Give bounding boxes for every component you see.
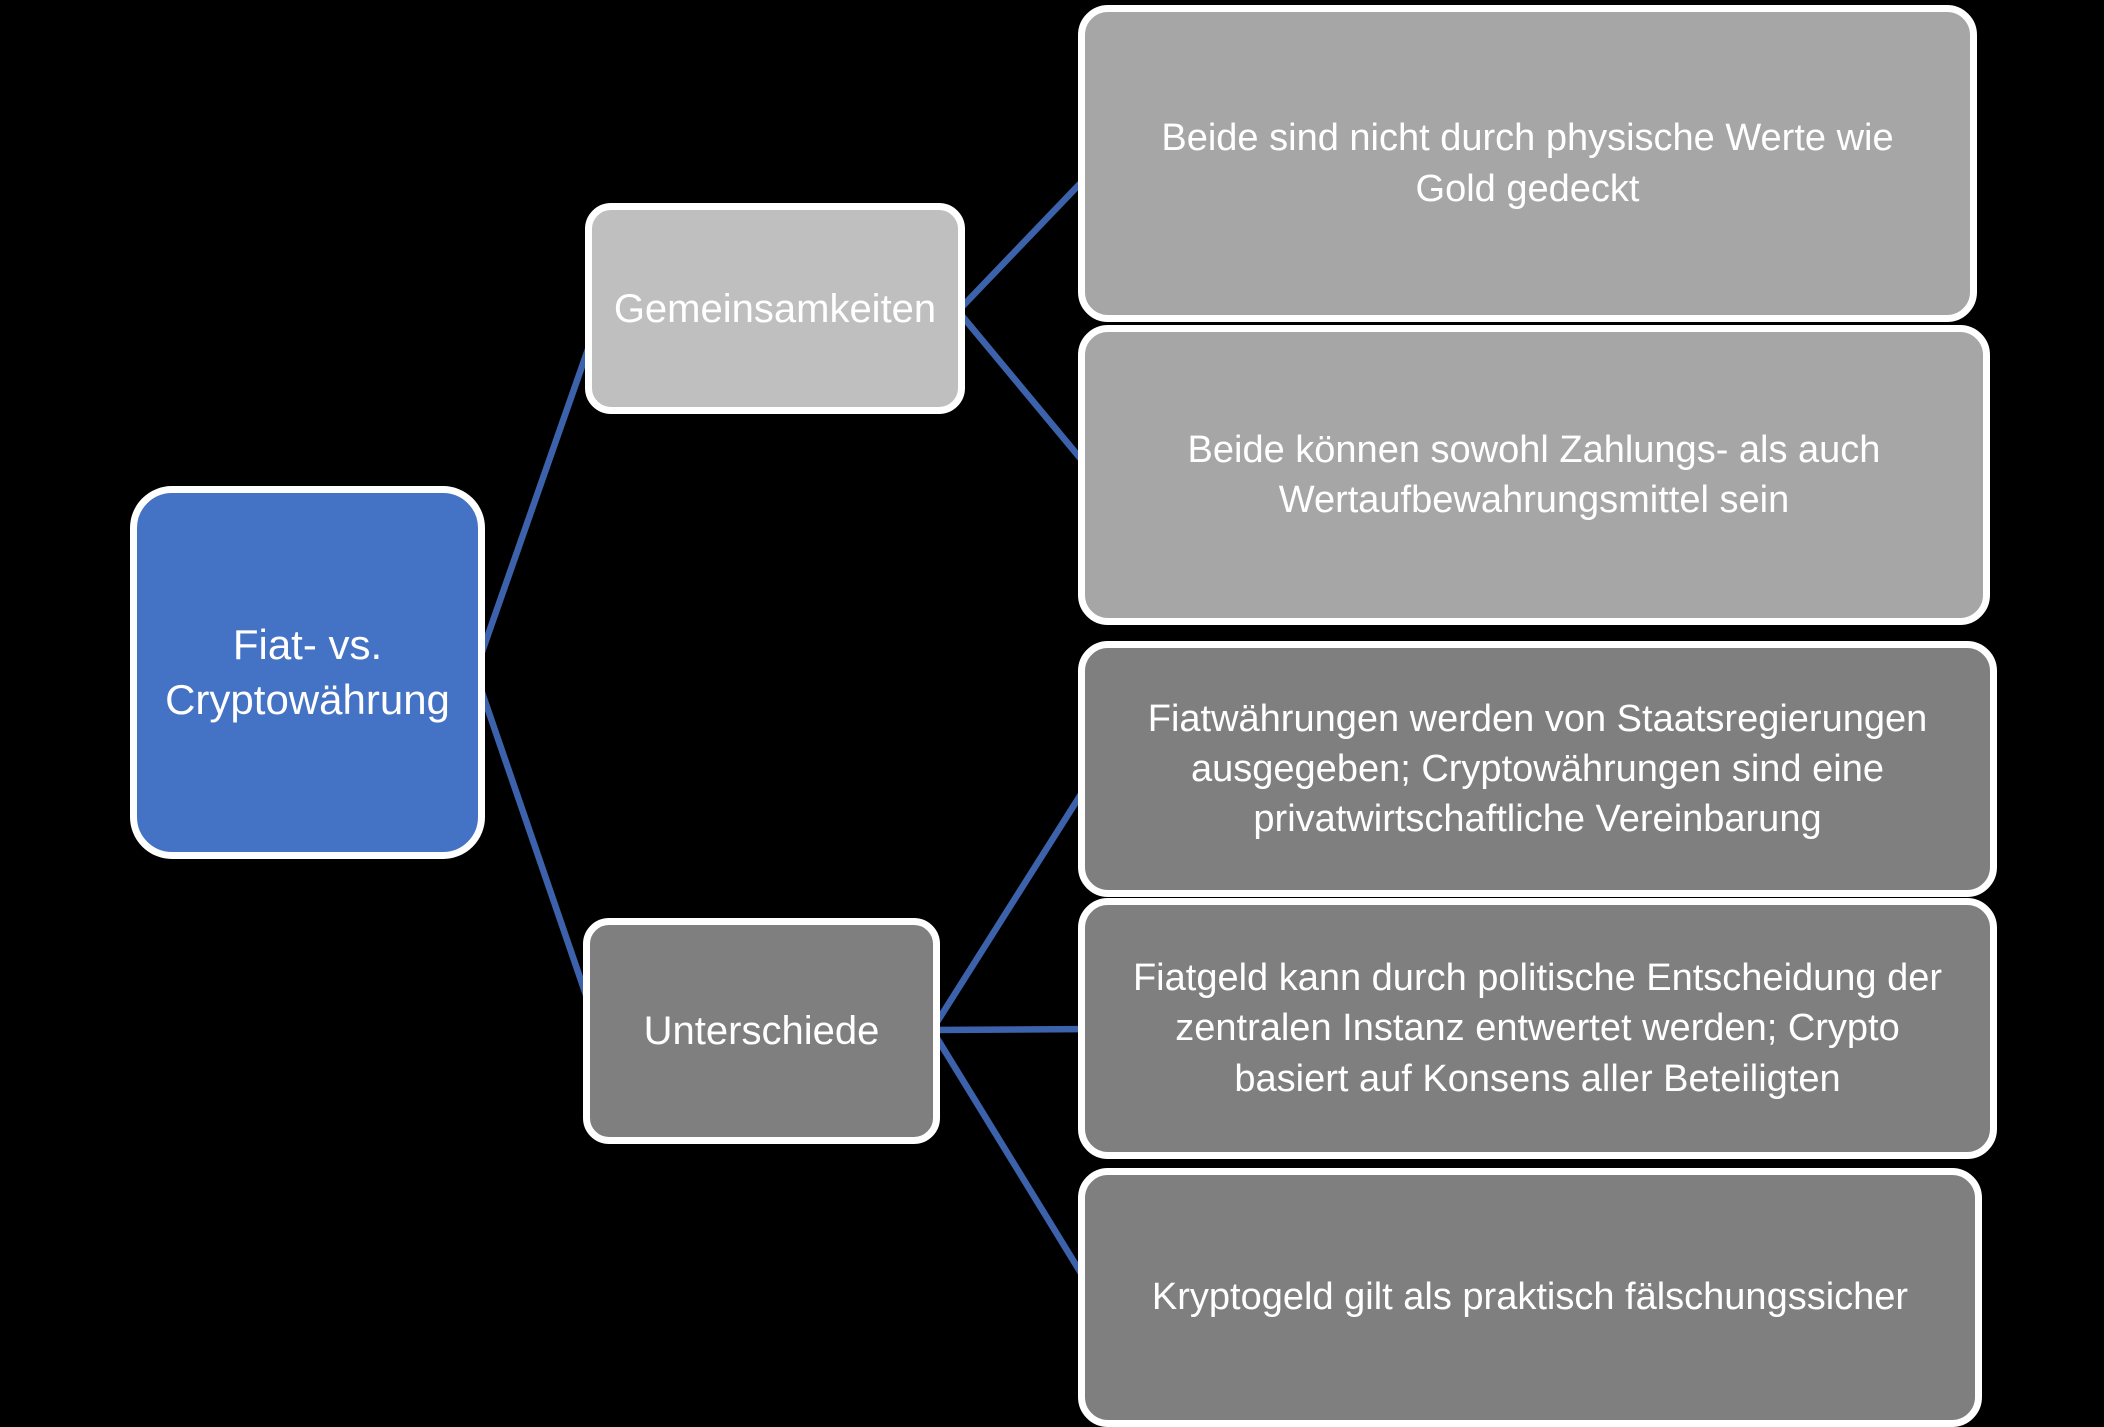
leaf-node-faelschungssicher-label: Kryptogeld gilt als praktisch fälschungs… <box>1151 1276 1909 1319</box>
leaf-node-entwertung: Fiatgeld kann durch politische Entscheid… <box>1078 898 1997 1159</box>
root-node-label: Fiat- vs. Cryptowährung <box>165 620 450 723</box>
leaf-node-gold-deckung: Beide sind nicht durch physische Werte w… <box>1078 5 1977 322</box>
root-node-fiat-vs-cryptowaehrung: Fiat- vs. Cryptowährung <box>130 486 485 859</box>
leaf-node-zahlungsmittel: Beide können sowohl Zahlungs- als auch W… <box>1078 325 1990 625</box>
connector-root-to-gemeinsamkeiten <box>471 311 604 676</box>
leaf-node-herausgeber-label: Fiatwährungen werden von Staatsregierung… <box>1147 697 1928 841</box>
connector-gemeinsamkeiten-to-leaf-2 <box>954 307 1099 480</box>
branch-node-unterschiede: Unterschiede <box>583 918 940 1144</box>
connector-unterschiede-to-leaf-5 <box>928 1026 1099 1300</box>
connector-gemeinsamkeiten-to-leaf-1 <box>954 164 1099 315</box>
branch-unterschiede-label: Unterschiede <box>643 1009 880 1053</box>
connector-unterschiede-to-leaf-4 <box>928 1025 1099 1034</box>
leaf-node-entwertung-label: Fiatgeld kann durch politische Entscheid… <box>1132 957 1943 1100</box>
leaf-node-herausgeber: Fiatwährungen werden von Staatsregierung… <box>1078 641 1997 897</box>
leaf-node-faelschungssicher: Kryptogeld gilt als praktisch fälschungs… <box>1078 1168 1982 1427</box>
leaf-node-zahlungsmittel-label: Beide können sowohl Zahlungs- als auch W… <box>1187 428 1881 521</box>
branch-gemeinsamkeiten-label: Gemeinsamkeiten <box>613 286 937 331</box>
connector-root-to-unterschiede <box>471 668 602 1034</box>
connector-unterschiede-to-leaf-3 <box>928 768 1099 1034</box>
leaf-node-gold-deckung-label: Beide sind nicht durch physische Werte w… <box>1161 117 1894 210</box>
branch-node-gemeinsamkeiten: Gemeinsamkeiten <box>585 203 965 414</box>
